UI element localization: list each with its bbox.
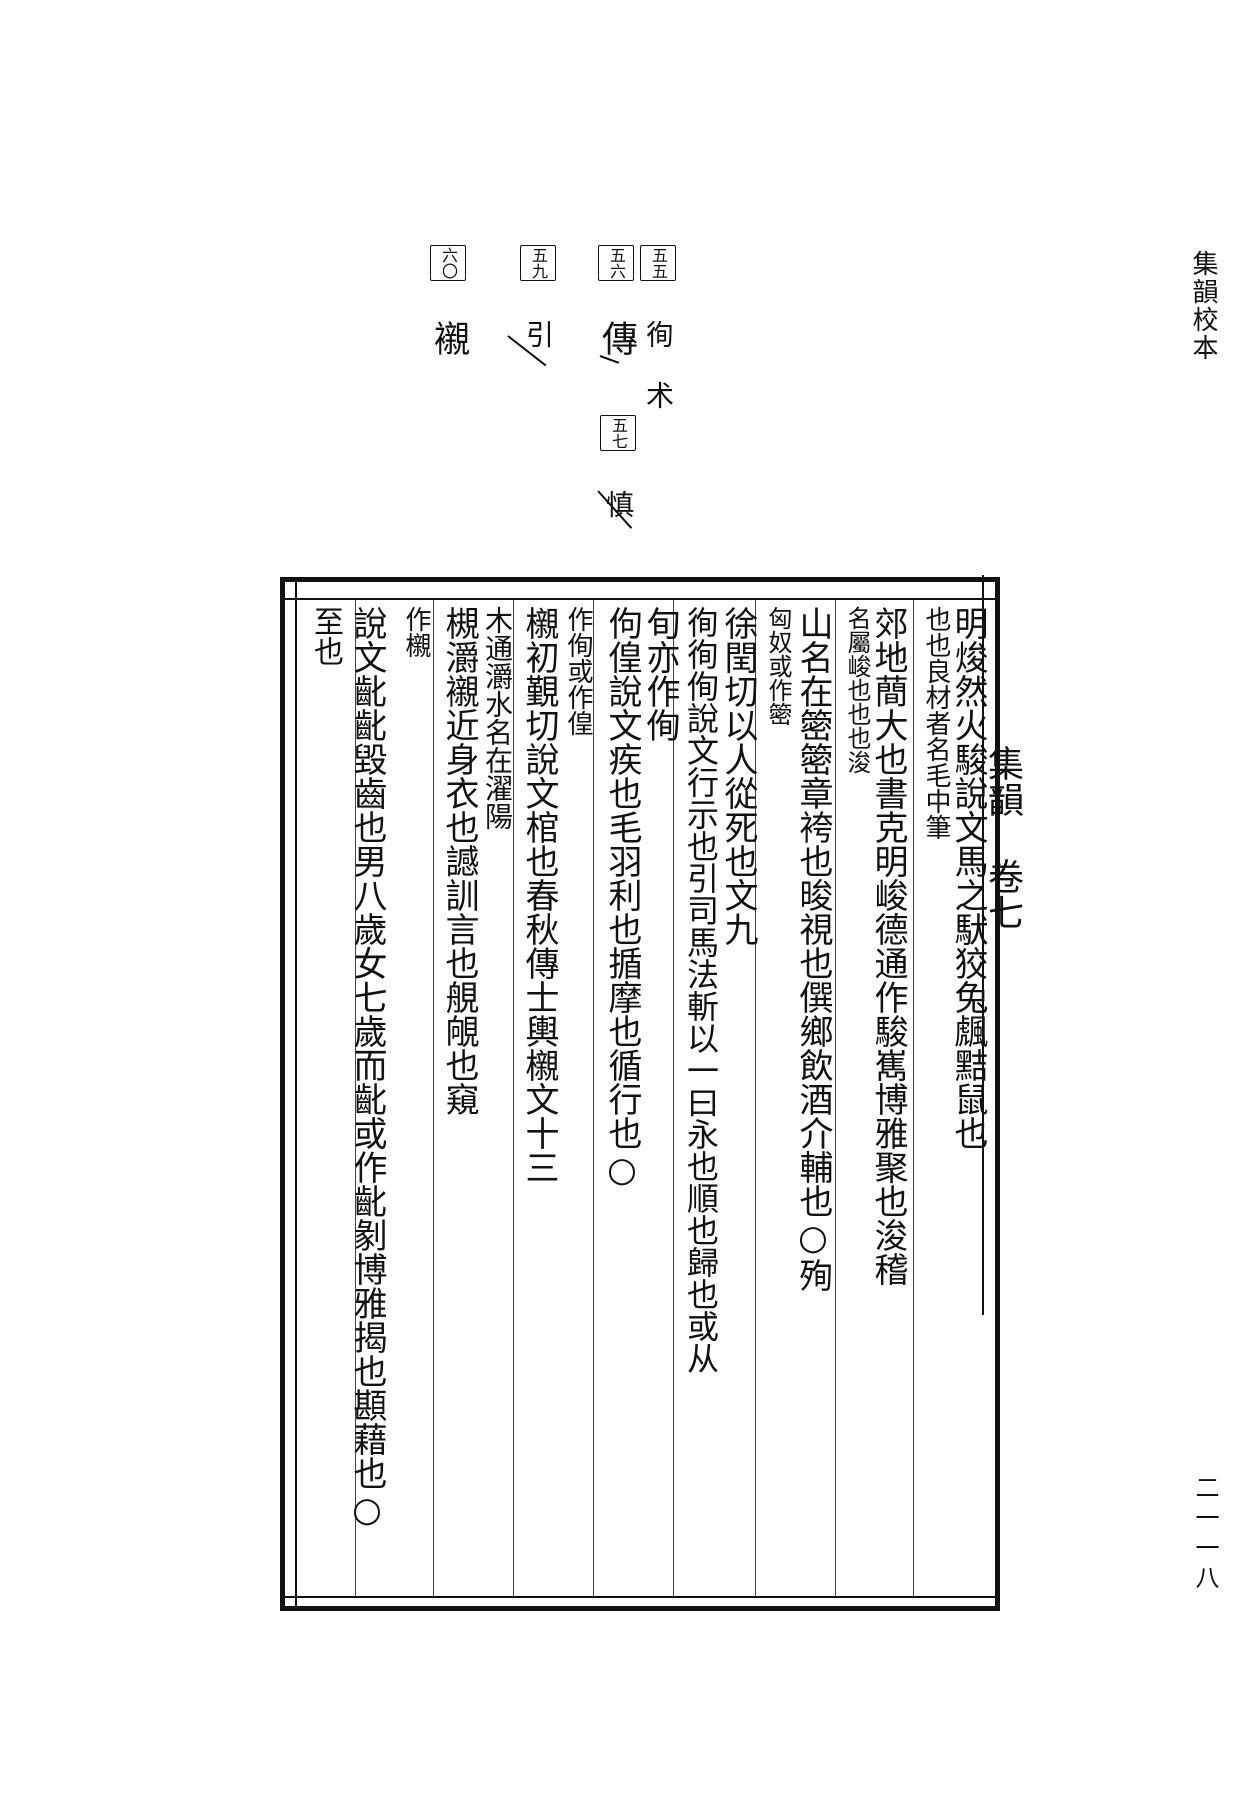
column-rule xyxy=(513,600,514,1596)
text-column: 槻灂襯近身衣也䜗訓言也䚀䚁也窺 xyxy=(439,606,479,1116)
text-column: 說文齔齔毀齒也男八歲女七歲而齔或作齔剶博雅揭也䫖藉也○ xyxy=(347,606,387,1530)
page-number: 二一一八 xyxy=(1191,1475,1219,1595)
page-header-title: 集韻校本 xyxy=(1188,250,1218,362)
column-rule xyxy=(433,600,434,1596)
note-59: 五九 引 xyxy=(520,245,556,348)
note-text: 引 xyxy=(522,320,555,348)
column-rule xyxy=(755,600,756,1596)
text-column: 明焌然火駿說文馬之䭾狡兔䬌黠鼠也 xyxy=(948,606,988,1150)
fold-margin: 集韻 卷七 xyxy=(982,575,1023,1315)
column-rule xyxy=(355,600,356,1596)
note-text: 徇 术 xyxy=(642,320,675,409)
text-column: 山名在䈼䈼章袴也晙視也僎鄉飲酒介輔也○殉 xyxy=(793,606,833,1292)
text-column: 匈奴或作䈼 xyxy=(764,606,792,726)
frame-line xyxy=(285,598,995,600)
note-text: 傳 xyxy=(596,320,637,356)
note-57: 五七 慎 xyxy=(600,415,636,518)
text-column: 旬亦作侚 xyxy=(640,606,680,742)
column-rule xyxy=(913,600,914,1596)
note-56: 五六 傳 xyxy=(596,245,637,356)
note-number: 五五 xyxy=(640,245,676,281)
text-column: 徇徇侚說文行示也引司馬法斬以一曰永也順也歸也或从 xyxy=(682,606,720,1374)
column-rule xyxy=(835,600,836,1596)
text-column: 至也 xyxy=(308,606,343,666)
note-number: 五六 xyxy=(598,245,634,281)
text-column: 名屬峻也也也浚 xyxy=(843,606,871,774)
note-55: 五五 徇 术 xyxy=(640,245,676,409)
frame-line xyxy=(295,582,297,1606)
text-column: 佝偟說文疾也毛羽利也揗摩也循行也○ xyxy=(602,606,642,1190)
text-column: 也也良材者名毛中筆 xyxy=(921,606,951,840)
note-number: 六〇 xyxy=(430,245,466,281)
text-column: 木通灂水名在濯陽 xyxy=(481,606,514,830)
note-number: 五九 xyxy=(520,245,556,281)
frame-line xyxy=(285,1596,995,1598)
text-column: 郊地蕳大也書克明峻德通作駿嶲博雅聚也浚稽 xyxy=(868,606,908,1286)
text-column: 作侚或作偟 xyxy=(563,606,593,736)
woodblock-text-block: 明焌然火駿說文馬之䭾狡兔䬌黠鼠也 也也良材者名毛中筆 郊地蕳大也書克明峻德通作駿… xyxy=(280,577,1000,1611)
fold-margin-label: 集韻 卷七 xyxy=(982,745,1023,930)
text-column: 徐閏切以人從死也文九 xyxy=(718,606,758,946)
note-number: 五七 xyxy=(600,415,636,451)
text-column: 櫬初覲切說文棺也春秋傳士輿櫬文十三 xyxy=(519,606,559,1184)
column-rule xyxy=(673,600,674,1596)
column-rule xyxy=(593,600,594,1596)
text-column: 作櫬 xyxy=(401,606,431,658)
note-text: 襯 xyxy=(428,320,469,356)
note-60: 六〇 襯 xyxy=(428,245,469,356)
pencil-mark xyxy=(599,355,620,364)
